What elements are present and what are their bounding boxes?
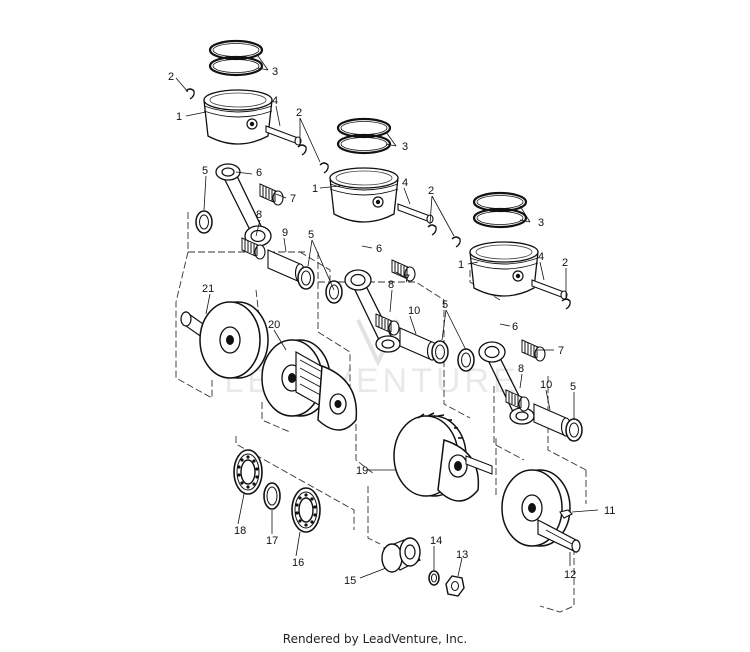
crank-web-21 [199, 301, 269, 379]
callout-7c: 7 [558, 345, 564, 357]
callout-5c: 5 [442, 299, 448, 311]
callout-2b: 2 [296, 107, 302, 119]
needle-bearing-small-3 [521, 339, 546, 362]
crankshaft-center-20[interactable] [261, 339, 358, 431]
circlip-3 [451, 236, 461, 248]
crank-web-20b [317, 364, 358, 431]
callout-8c: 8 [518, 363, 524, 375]
callout-17: 17 [266, 535, 278, 547]
washer-14[interactable] [428, 570, 440, 586]
main-bearing-18[interactable] [233, 449, 263, 495]
circlip-1b [297, 144, 307, 156]
crankshaft-gear-19[interactable] [393, 412, 493, 502]
callout-13: 13 [456, 549, 468, 561]
piston-1 [203, 89, 273, 145]
nut-13[interactable] [445, 575, 465, 597]
callout-7b: 7 [404, 273, 410, 285]
main-bearing-16[interactable] [291, 487, 321, 533]
piston-pin-3 [531, 279, 568, 300]
callout-4c: 4 [538, 251, 544, 263]
guide-lines [175, 212, 587, 613]
crank-pin-2 [399, 327, 438, 361]
callout-21: 21 [202, 283, 214, 295]
footer-credit: Rendered by LeadVenture, Inc. [282, 632, 468, 646]
callout-6b: 6 [376, 243, 382, 255]
piston-pin-1 [265, 125, 302, 146]
piston-assembly-2[interactable] [319, 117, 437, 236]
callout-8b: 8 [388, 279, 394, 291]
piston-pin-2 [397, 203, 434, 224]
callout-6c: 6 [512, 321, 518, 333]
connecting-rod-group-2[interactable] [325, 259, 475, 372]
callout-4a: 4 [272, 95, 278, 107]
circlip-2 [319, 162, 329, 174]
woodruff-key-11[interactable] [559, 509, 573, 519]
callout-2c: 2 [428, 185, 434, 197]
piston-ring-1b [208, 55, 264, 77]
thrust-washer-2 [325, 280, 343, 304]
callout-4b: 4 [402, 177, 408, 189]
callout-14: 14 [430, 535, 442, 547]
callout-3b: 3 [402, 141, 408, 153]
leader-lines [175, 55, 599, 579]
oil-seal-17[interactable] [263, 482, 281, 510]
piston-2 [329, 167, 399, 223]
piston-ring-2b [336, 133, 392, 155]
callout-9: 9 [282, 227, 288, 239]
crankshaft-end-12[interactable] [501, 469, 581, 553]
piston-ring-3b [472, 207, 528, 229]
connecting-rod-1 [215, 163, 272, 247]
crankshaft-end-21[interactable] [180, 301, 269, 379]
exploded-view-svg: LEADVENTURE [168, 39, 615, 613]
callout-15: 15 [344, 575, 356, 587]
callout-1c: 1 [458, 259, 464, 271]
circlip-2b [427, 224, 437, 236]
callout-10b: 10 [540, 379, 552, 391]
piston-assembly-1[interactable] [185, 39, 307, 156]
callout-7a: 7 [290, 193, 296, 205]
thrust-washer-1b [297, 266, 315, 290]
callout-2d: 2 [562, 257, 568, 269]
crank-pin-3 [533, 403, 572, 437]
connecting-rod-group-1[interactable] [195, 163, 315, 290]
thrust-washer-1 [195, 210, 213, 234]
thrust-washer-2c [457, 348, 475, 372]
needle-bearing-small-1 [259, 183, 284, 206]
piston-3 [469, 241, 539, 297]
crank-web-19 [437, 439, 480, 502]
callout-16: 16 [292, 557, 304, 569]
callout-5a: 5 [202, 165, 208, 177]
callout-1b: 1 [312, 183, 318, 195]
thrust-washer-2b [431, 340, 449, 364]
callout-labels: 3 2 1 4 2 3 1 4 2 3 1 4 2 5 6 7 8 9 5 6 … [168, 66, 615, 587]
callout-3a: 3 [272, 66, 278, 78]
ball-bearing-15[interactable] [381, 537, 421, 573]
piston-assembly-3[interactable] [451, 191, 571, 310]
callout-20: 20 [268, 319, 280, 331]
callout-12: 12 [564, 569, 576, 581]
connecting-rod-group-3[interactable] [478, 339, 583, 442]
callout-2a: 2 [168, 71, 174, 83]
callout-6a: 6 [256, 167, 262, 179]
callout-18: 18 [234, 525, 246, 537]
thrust-washer-3 [565, 418, 583, 442]
callout-5b: 5 [308, 229, 314, 241]
callout-10a: 10 [408, 305, 420, 317]
callout-1a: 1 [176, 111, 182, 123]
circlip-3b [561, 298, 571, 310]
callout-5d: 5 [570, 381, 576, 393]
callout-8a: 8 [256, 209, 262, 221]
needle-bearing-big-2 [375, 313, 400, 336]
callout-3c: 3 [538, 217, 544, 229]
callout-11: 11 [604, 505, 615, 517]
callout-19: 19 [356, 465, 368, 477]
